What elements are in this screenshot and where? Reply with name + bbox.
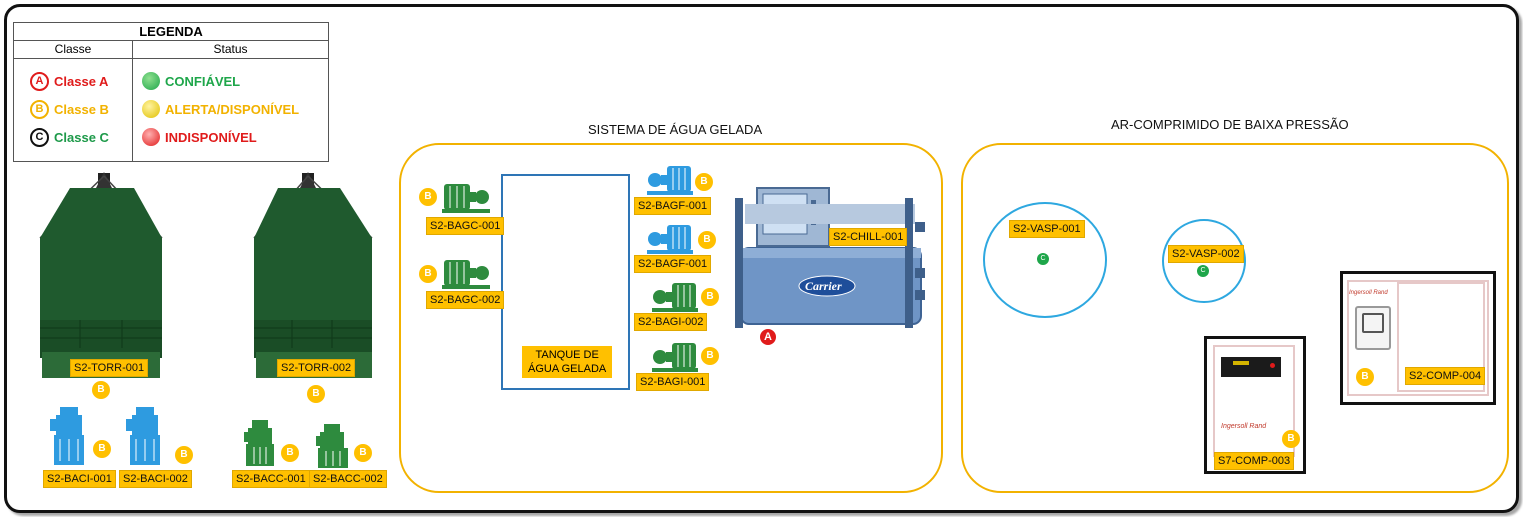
legend-col-class: Classe (14, 41, 133, 58)
horizontal-pump-icon[interactable] (650, 281, 700, 313)
vessel-tag[interactable]: S2-VASP-001 (1009, 220, 1085, 238)
control-screen-icon (1355, 306, 1391, 350)
class-b-badge: B (1282, 430, 1300, 448)
pump-tag[interactable]: S2-BAGC-002 (426, 291, 505, 309)
pump-tag[interactable]: S2-BACC-002 (309, 470, 387, 488)
legend-class-b: B Classe B (30, 100, 109, 119)
class-c-icon: C (30, 128, 49, 147)
red-status-icon (142, 128, 160, 146)
compressor-tag[interactable]: S2-COMP-004 (1405, 367, 1486, 385)
chilled-water-title: SISTEMA DE ÁGUA GELADA (588, 122, 763, 137)
air-vessel[interactable] (1162, 219, 1246, 303)
class-b-badge: B (93, 440, 111, 458)
horizontal-pump-icon[interactable] (440, 256, 492, 290)
vertical-pump-icon[interactable] (124, 405, 166, 467)
cooling-tower-icon[interactable] (36, 168, 166, 380)
chiller-brand-logo: Carrier (805, 279, 842, 293)
yellow-status-icon (142, 100, 160, 118)
vertical-pump-icon[interactable] (48, 405, 90, 467)
class-b-badge: B (419, 188, 437, 206)
horizontal-pump-icon[interactable] (645, 164, 695, 196)
legend-class-a: A Classe A (30, 72, 108, 91)
control-panel (1221, 357, 1281, 377)
chiller-tag[interactable]: S2-CHILL-001 (829, 228, 908, 246)
tower-tag[interactable]: S2-TORR-002 (277, 359, 356, 377)
legend-status-reliable: CONFIÁVEL (142, 72, 240, 90)
chiller-icon[interactable] (735, 182, 927, 332)
class-b-badge: B (175, 446, 193, 464)
ingersoll-rand-logo: Ingersoll Rand (1221, 423, 1267, 430)
cooling-tower-icon[interactable] (250, 168, 380, 380)
class-b-badge: B (419, 265, 437, 283)
pump-tag[interactable]: S2-BACI-001 (43, 470, 116, 488)
pump-tag[interactable]: S2-BAGC-001 (426, 217, 505, 235)
pump-tag[interactable]: S2-BAGI-001 (636, 373, 710, 391)
class-b-badge: B (1356, 368, 1374, 386)
class-b-badge: B (701, 288, 719, 306)
legend-col-status: Status (213, 42, 248, 56)
air-vessel[interactable] (983, 202, 1107, 318)
class-b-badge: B (698, 231, 716, 249)
class-b-badge: B (281, 444, 299, 462)
chilled-water-group (399, 143, 943, 493)
horizontal-pump-icon[interactable] (440, 180, 492, 214)
class-c-badge: C (1037, 253, 1049, 265)
legend-box: LEGENDA Classe Status A Classe A B Class… (13, 22, 329, 162)
class-b-badge: B (354, 444, 372, 462)
ingersoll-rand-logo: Ingersoll Rand (1349, 290, 1388, 296)
compressor-tag[interactable]: S7-COMP-003 (1214, 452, 1295, 470)
class-c-badge: C (1197, 265, 1209, 277)
class-a-badge: A (760, 329, 776, 345)
legend-status-unavailable: INDISPONÍVEL (142, 128, 257, 146)
vertical-pump-icon[interactable] (314, 422, 352, 470)
compressed-air-group (961, 143, 1509, 493)
vertical-pump-icon[interactable] (242, 418, 278, 468)
pump-tag[interactable]: S2-BAGI-002 (634, 313, 708, 331)
legend-status-alert: ALERTA/DISPONÍVEL (142, 100, 299, 118)
class-b-badge: B (701, 347, 719, 365)
class-a-icon: A (30, 72, 49, 91)
pump-tag[interactable]: S2-BACC-001 (232, 470, 310, 488)
pump-tag[interactable]: S2-BAGF-001 (634, 197, 712, 215)
horizontal-pump-icon[interactable] (645, 223, 695, 255)
legend-title: LEGENDA (14, 23, 328, 41)
tower-tag[interactable]: S2-TORR-001 (70, 359, 149, 377)
class-b-badge: B (307, 385, 325, 403)
horizontal-pump-icon[interactable] (650, 341, 700, 373)
pump-tag[interactable]: S2-BAGF-001 (634, 255, 712, 273)
vessel-tag[interactable]: S2-VASP-002 (1168, 245, 1244, 263)
class-b-badge: B (92, 381, 110, 399)
class-b-icon: B (30, 100, 49, 119)
pump-tag[interactable]: S2-BACI-002 (119, 470, 192, 488)
class-b-badge: B (695, 173, 713, 191)
compressor-cabinet[interactable]: Ingersoll Rand (1204, 336, 1306, 474)
compressed-air-title: AR-COMPRIMIDO DE BAIXA PRESSÃO (1111, 117, 1349, 132)
green-status-icon (142, 72, 160, 90)
legend-class-c: C Classe C (30, 128, 109, 147)
tank-label: TANQUE DE ÁGUA GELADA (522, 346, 613, 378)
